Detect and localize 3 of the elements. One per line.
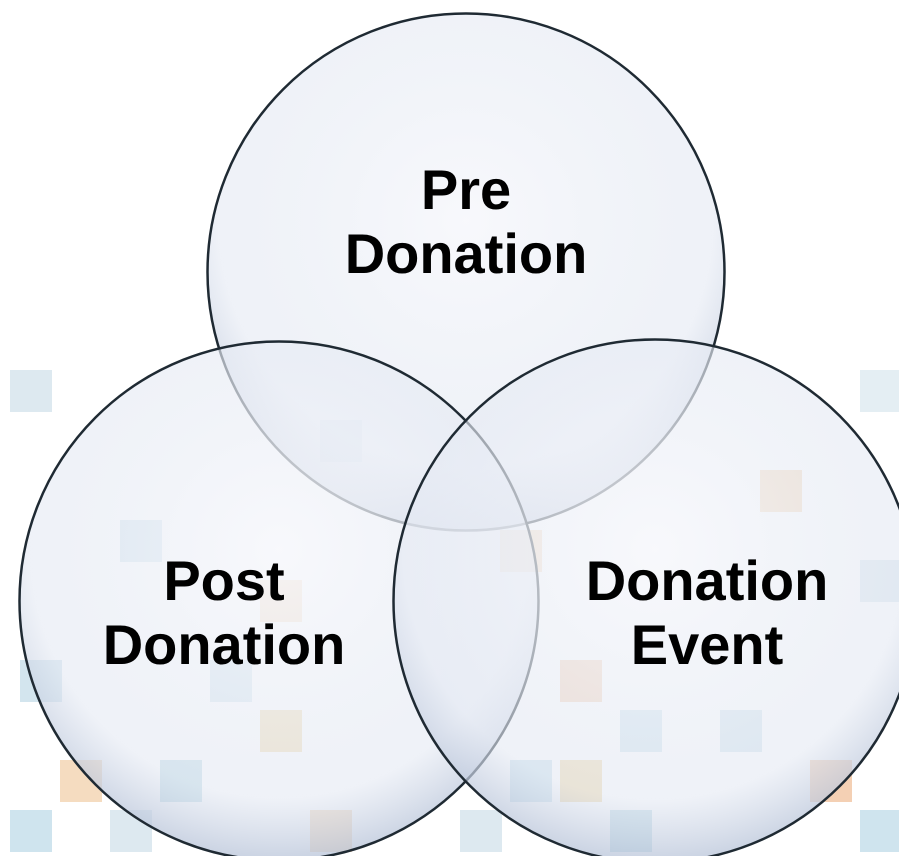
circle-label: Donation Event (584, 549, 830, 677)
circle-label: Pre Donation (344, 158, 588, 286)
circle-label: Post Donation (102, 549, 346, 677)
